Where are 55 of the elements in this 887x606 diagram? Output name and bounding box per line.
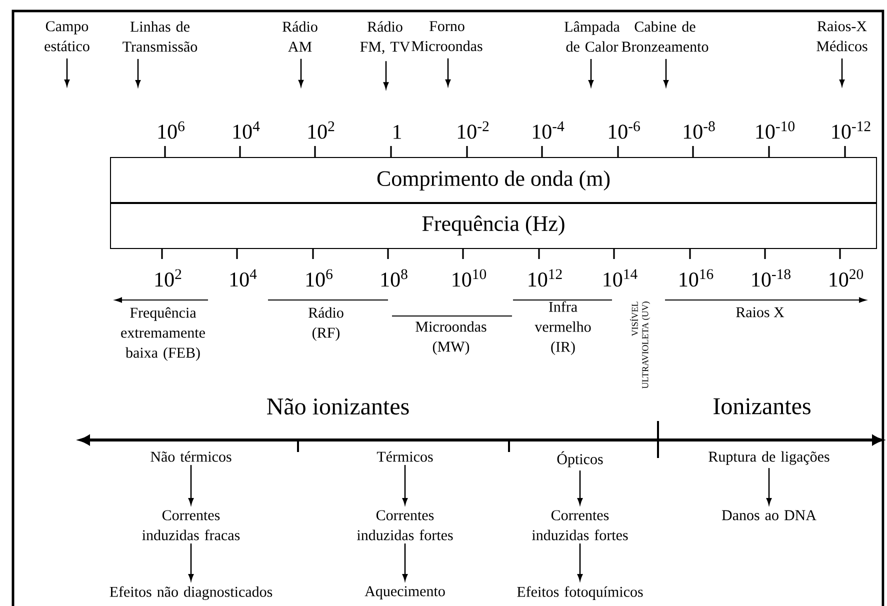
tick-label: 10$^{4}$ (230, 269, 257, 287)
tick-label: 10$^{-18}$ (752, 269, 790, 287)
arrow (663, 58, 669, 87)
band-label: VISÍVEL (630, 302, 638, 336)
effect-text: Não térmicos (150, 451, 232, 462)
arrow (135, 58, 141, 87)
category-heading: Ionizantes (714, 398, 810, 414)
effect-text: Térmicos (376, 451, 433, 462)
arrow (766, 468, 772, 505)
source-text: Rádio AM (282, 21, 318, 52)
arrow (383, 61, 389, 89)
band-label: ULTRAVIOLETA (UV) (642, 302, 650, 389)
source-text: Campo estático (44, 21, 90, 52)
source-text: Cabine de Bronzeamento (622, 21, 708, 52)
arrow (402, 543, 408, 581)
band-label: Rádio (RF) (308, 307, 344, 341)
tick-label: 10$^{20}$ (830, 269, 864, 287)
band-label: Microondas (MW) (416, 321, 486, 355)
source-text: Lâmpada de Calor (564, 21, 620, 52)
category-heading: Não ionizantes (267, 398, 409, 415)
effect-text: Aquecimento (364, 586, 445, 600)
effect-text: Danos ao DNA (722, 510, 816, 520)
arrow (445, 58, 451, 86)
band-box: Frequência (Hz) (110, 202, 877, 249)
arrow (577, 470, 583, 505)
tick-label: 10$^{12}$ (528, 269, 562, 287)
source-text: Forno Microondas (412, 21, 482, 52)
effect-text: Ruptura de ligações (708, 451, 830, 465)
arrow (188, 543, 194, 581)
effect-text: Ópticos (557, 451, 603, 468)
band-label: Raios X (736, 307, 784, 318)
effect-text: Efeitos não diagnosticados (110, 586, 272, 600)
effect-text: Correntes induzidas fracas (142, 510, 240, 540)
arrow (577, 543, 583, 581)
effect-text: Correntes induzidas fortes (532, 510, 628, 540)
band-label: Infra vermelho (IR) (534, 301, 591, 355)
arrow (402, 464, 408, 505)
tick-label: 10$^{6}$ (306, 269, 332, 287)
arrow (64, 58, 70, 86)
arrow (839, 58, 845, 86)
band-label: Frequência extremamente baixa (FEB) (121, 307, 205, 361)
source-text: Raios-X Médicos (816, 21, 868, 52)
tick-label: 10$^{10}$ (452, 269, 486, 287)
source-text: Rádio FM, TV (360, 21, 410, 54)
arrow (588, 59, 594, 87)
source-text: Linhas de Transmissão (122, 21, 198, 52)
effect-text: Correntes induzidas fortes (357, 510, 453, 540)
tick-label: 10$^{14}$ (604, 269, 638, 287)
arrow (298, 58, 304, 86)
band-box: Comprimento de onda (m) (110, 157, 877, 204)
effect-text: Efeitos fotoquímicos (517, 586, 643, 600)
tick-label: 10$^{16}$ (680, 269, 714, 287)
tick-label: 10$^{8}$ (381, 269, 408, 287)
tick-label: 10$^{2}$ (155, 269, 182, 287)
arrow (188, 464, 194, 505)
